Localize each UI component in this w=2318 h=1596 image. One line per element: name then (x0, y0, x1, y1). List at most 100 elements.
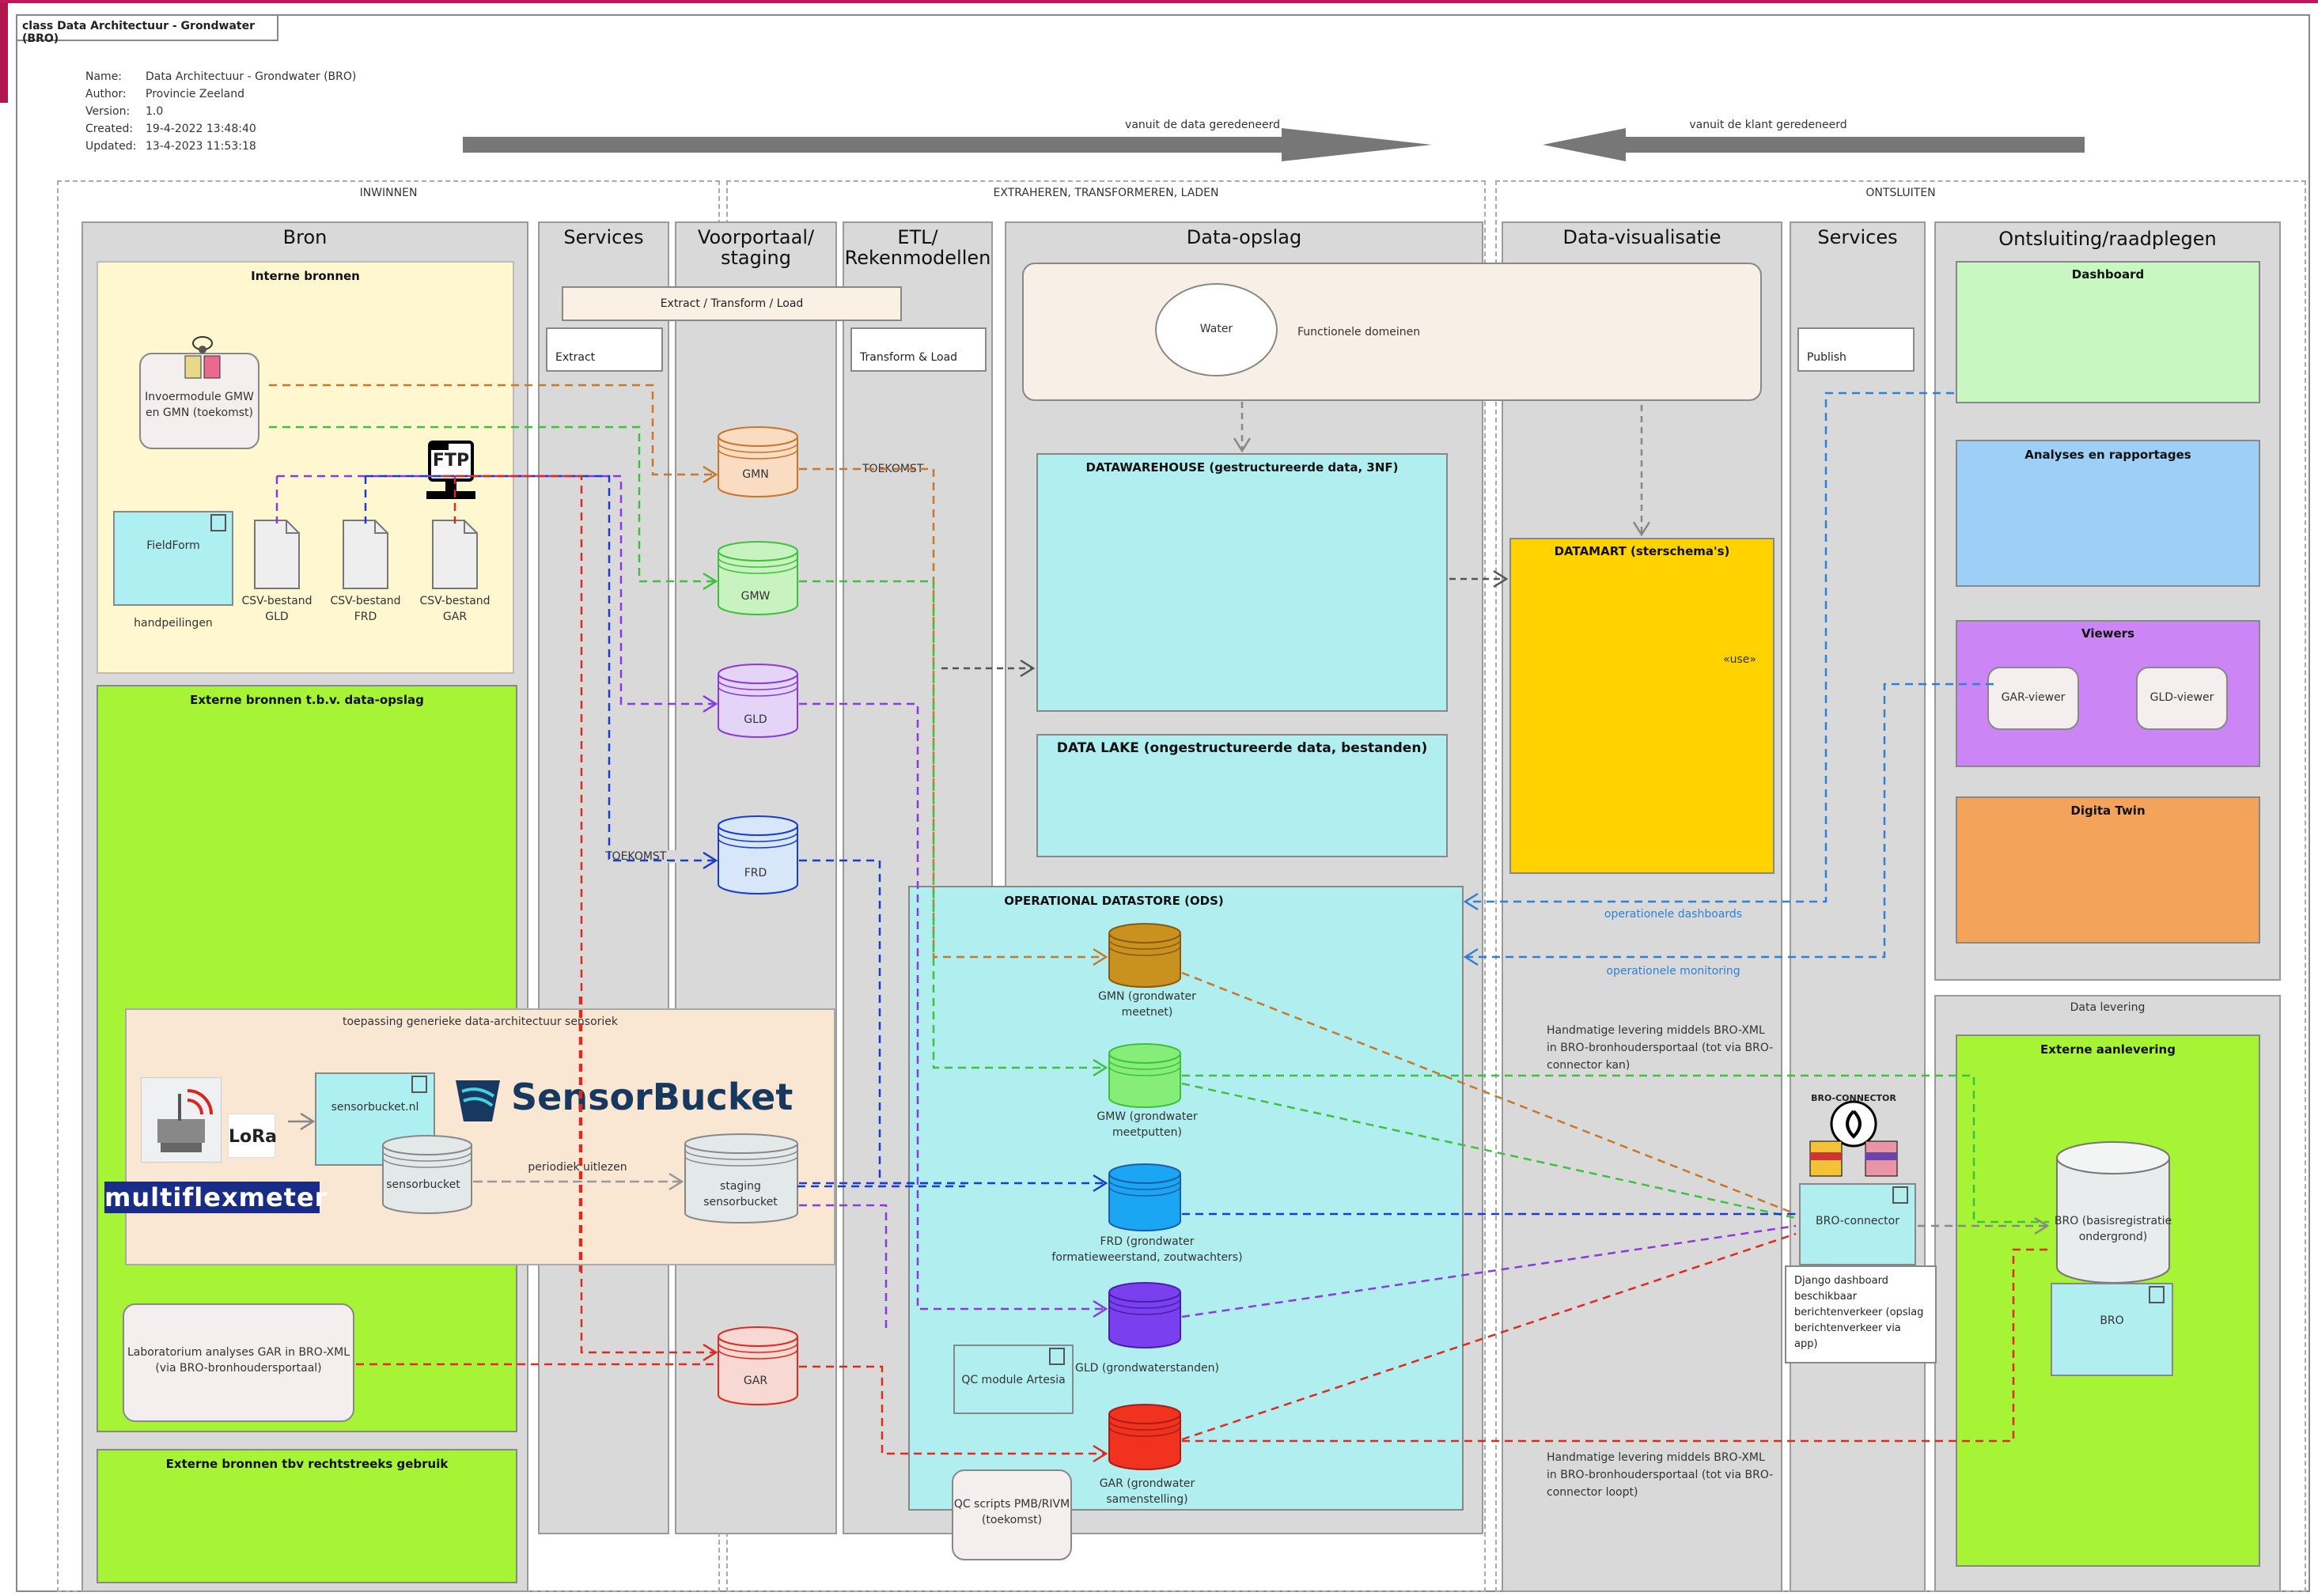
gar-flow (443, 475, 716, 1354)
meta-values: Data Architectuur - Grondwater (BRO) Pro… (146, 68, 462, 155)
zone-ontsluiten-label: ONTSLUITEN (1865, 187, 1936, 199)
gmn-flow (269, 384, 716, 476)
meta-value: 19-4-2022 13:48:40 (146, 123, 256, 135)
datamart-box[interactable] (1509, 538, 1774, 874)
ods-gld-db (1108, 1292, 1181, 1348)
bro-connector-box[interactable] (1799, 1183, 1916, 1265)
periodiek-arrow (669, 1172, 684, 1191)
ods-gmn-db (1108, 933, 1181, 988)
datawarehouse-box[interactable] (1036, 453, 1448, 712)
gar-ods-arrow (1093, 1444, 1108, 1463)
component-icon (411, 1076, 427, 1093)
gmw-connector-flow (1181, 1082, 1797, 1220)
csv-frd-icon (342, 519, 389, 590)
bro-database-icon[interactable] (2054, 1140, 2172, 1284)
op-dashboards-label: operationele dashboards (1574, 908, 1772, 921)
dashboard-box[interactable] (1956, 261, 2260, 403)
functionele-domeinen-box[interactable] (1022, 263, 1762, 401)
ods-gmn-label: GMN (grondwater meetnet) (1098, 990, 1196, 1019)
datalake-label: DATA LAKE (ongestructureerde data, besta… (1056, 740, 1428, 756)
staging-gmn-db-top (718, 426, 798, 447)
qc-artesia-label: QC module Artesia (961, 1374, 1066, 1386)
ods-gar-db-ring (1108, 1420, 1181, 1431)
gar-bro-flow (1182, 1248, 2049, 1443)
staging-gld-db-ring (718, 679, 798, 690)
ods-gmn-db-ring (1108, 945, 1181, 956)
staging-gld-label: GLD (744, 713, 767, 726)
staging-sensorbucket-db-ring (684, 1155, 798, 1167)
publish-dashboards-arrow (1463, 892, 1479, 911)
qc-artesia-box[interactable] (953, 1344, 1074, 1414)
publish-note: Publish (1797, 327, 1915, 372)
qc-scripts-box[interactable] (952, 1469, 1072, 1560)
lane-voorportaal-title: Voorportaal/ staging (697, 226, 815, 269)
ods-frd-label: FRD (grondwater formatieweerstand, zoutw… (1051, 1235, 1243, 1264)
op-monitoring-label: operationele monitoring (1574, 965, 1772, 978)
domain-dwh-arrow (1233, 437, 1252, 453)
etl-banner: Extract / Transform / Load (562, 286, 902, 321)
domain-datamart-arrow (1632, 521, 1651, 537)
qc-scripts-label: QC scripts PMB/RIVM (toekomst) (953, 1498, 1070, 1526)
bro-connector-logo-text: BRO-CONNECTOR (1811, 1093, 1896, 1103)
functionele-label: Functionele domeinen (1297, 326, 1421, 338)
bro-box[interactable] (2051, 1283, 2173, 1376)
frame-tab: class Data Architectuur - Grondwater (BR… (16, 14, 278, 45)
invoermodule-label: Invoermodule GMW en GMN (toekomst) (145, 391, 254, 419)
ods-gmn-db-top (1108, 923, 1181, 944)
meta-key: Version: (85, 105, 131, 118)
lora-arrow (300, 1112, 316, 1131)
staging-gmw-db (718, 551, 798, 615)
ods-gmw-db (1108, 1053, 1181, 1108)
meta-value: Data Architectuur - Grondwater (BRO) (146, 70, 357, 83)
fieldform-box[interactable] (113, 511, 233, 606)
analyses-box[interactable] (1956, 440, 2260, 587)
staging-sensorbucket-db (684, 1144, 798, 1223)
lane-services-2-title: Services (1817, 226, 1898, 248)
router-icon (141, 1077, 222, 1163)
left-accent-bar (0, 0, 8, 103)
ods-gld-db-ring (1108, 1304, 1181, 1315)
bro-database-label: BRO (basisregistratie ondergrond) (2054, 1215, 2172, 1243)
meta-key: Updated: (85, 140, 137, 153)
gld-viewer-button[interactable] (2136, 667, 2228, 730)
staging-sensorbucket-label: staging sensorbucket (703, 1180, 778, 1208)
gar-connector-flow (1181, 1232, 1797, 1441)
staging-gld-db-ring (718, 686, 798, 697)
arrow-customer-driven (1543, 128, 2085, 161)
bro-connector-logo-icon (1804, 1095, 1903, 1184)
frd-arrow (703, 851, 718, 870)
staging-gmw-db-ring (718, 557, 798, 568)
gmw-ods-flow (799, 580, 1106, 1069)
staging-frd-db (718, 826, 798, 894)
etl-dwh-arrow (1020, 659, 1036, 678)
publish-monitoring-arrow (1463, 947, 1479, 966)
datalake-box[interactable] (1036, 734, 1448, 857)
frd-ods-flow (799, 859, 1106, 1185)
ods-gar-db-ring (1108, 1426, 1181, 1437)
meta-value: Provincie Zeeland (146, 88, 244, 100)
externe-bronnen-gebruik-box (97, 1449, 517, 1583)
staging-gld-db (718, 674, 798, 738)
staging-gmw-db-top (718, 541, 798, 562)
sensorbucket-db-ring (382, 1151, 472, 1162)
lane-services-2 (1790, 221, 1926, 1592)
ftp-icon (423, 439, 479, 506)
sensorbucket-logo-icon (451, 1076, 505, 1126)
gar-viewer-button[interactable] (1987, 667, 2079, 730)
invoermodule-icon (179, 335, 226, 383)
ods-gmw-label: GMW (grondwater meetputten) (1097, 1110, 1198, 1139)
laboratorium-box[interactable] (123, 1303, 354, 1422)
direction-arrows (463, 128, 2085, 161)
staging-gar-label: GAR (743, 1375, 768, 1387)
gld-ods-flow (799, 702, 1106, 1310)
sensorbucket-db-ring (382, 1157, 472, 1168)
csv-gld-label: CSV-bestand GLD (241, 595, 312, 623)
toekomst-label-gmn: TOEKOMST (862, 463, 941, 475)
arrow-left-label: vanuit de data geredeneerd (1125, 119, 1280, 131)
gmw-ods-arrow (1093, 1058, 1108, 1077)
digital-twin-box[interactable] (1956, 796, 2260, 944)
externe-bronnen-opslag-title: Externe bronnen t.b.v. data-opslag (190, 693, 424, 707)
water-ellipse[interactable] (1155, 283, 1278, 376)
lane-ontsluiting-title: Ontsluiting/raadplegen (1998, 228, 2217, 250)
